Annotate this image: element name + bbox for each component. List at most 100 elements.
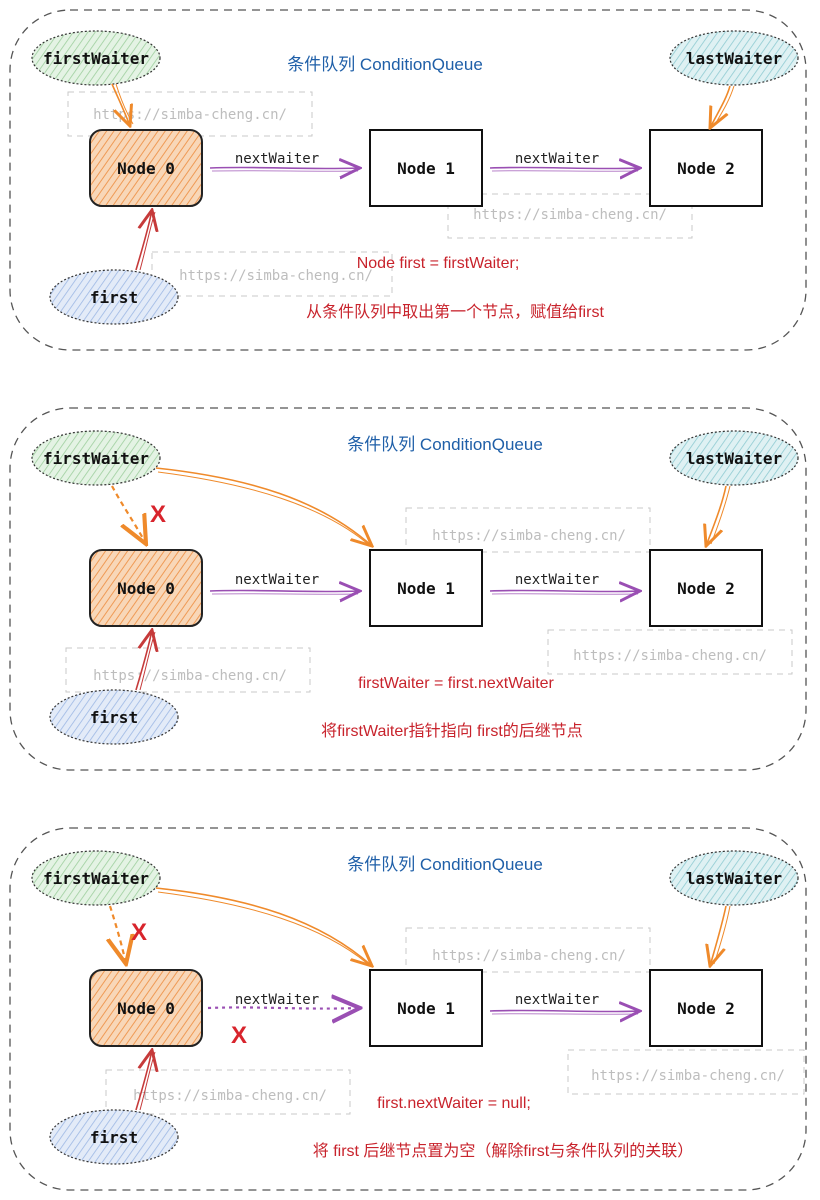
watermark-box	[105, 1069, 351, 1115]
first-arrow	[135, 1050, 152, 1111]
watermark-box	[405, 507, 651, 553]
node-2-label: Node 2	[677, 999, 735, 1018]
first-waiter-arrow	[155, 887, 372, 966]
node-0-label: Node 0	[117, 579, 175, 598]
next-waiter-arrow	[491, 593, 639, 595]
node-1-label: Node 1	[397, 159, 455, 178]
node-0-label: Node 0	[117, 159, 175, 178]
x-mark: X	[231, 1022, 247, 1049]
last-waiter-arrow	[713, 905, 731, 965]
last-waiter-label: lastWaiter	[686, 869, 782, 888]
node-0	[89, 129, 203, 207]
watermark-box	[447, 193, 693, 239]
next-waiter-label: nextWaiter	[235, 992, 319, 1008]
next-waiter-arrow	[209, 590, 360, 591]
node-0	[89, 969, 203, 1047]
watermark-text: https://simba-cheng.cn/	[93, 107, 287, 123]
last-waiter-arrow	[710, 905, 727, 966]
first-waiter-arrow	[155, 467, 372, 546]
node-1	[369, 549, 483, 627]
first-waiter-label: firstWaiter	[43, 869, 149, 888]
first-arrow	[139, 1051, 156, 1111]
last-waiter-pointer	[669, 850, 799, 906]
watermark-text: https://simba-cheng.cn/	[432, 948, 626, 964]
old-first-waiter-arrow	[111, 485, 146, 544]
panel-3-code: first.nextWaiter = null;	[377, 1095, 531, 1112]
node-0	[89, 549, 203, 627]
last-waiter-arrow	[710, 485, 731, 545]
panel-3-description: 将 first 后继节点置为空（解除first与条件队列的关联）	[313, 1142, 693, 1160]
watermark-text: https://simba-cheng.cn/	[432, 528, 626, 544]
panel-1-title: 条件队列 ConditionQueue	[287, 55, 483, 74]
first-arrow	[135, 210, 152, 271]
next-waiter-arrow	[489, 1010, 640, 1011]
node-2	[649, 549, 763, 627]
last-waiter-pointer	[669, 430, 799, 486]
panel-2-description: 将firstWaiter指针指向 first的后继节点	[321, 722, 583, 740]
first-pointer	[49, 269, 179, 325]
first-waiter-pointer	[31, 430, 161, 486]
node-1-label: Node 1	[397, 579, 455, 598]
next-waiter-label: nextWaiter	[515, 151, 599, 167]
node-2	[649, 129, 763, 207]
next-waiter-label: nextWaiter	[515, 992, 599, 1008]
watermark-text: https://simba-cheng.cn/	[473, 207, 667, 223]
first-waiter-label: firstWaiter	[43, 49, 149, 68]
first-waiter-arrow	[115, 83, 134, 125]
next-waiter-label: nextWaiter	[515, 572, 599, 588]
last-waiter-label: lastWaiter	[686, 449, 782, 468]
panel-3-title: 条件队列 ConditionQueue	[347, 855, 543, 874]
last-waiter-arrow	[713, 85, 735, 127]
watermark-text: https://simba-cheng.cn/	[591, 1068, 785, 1084]
node-2	[649, 969, 763, 1047]
panel-2: 条件队列 ConditionQueue https://simba-cheng.…	[9, 407, 807, 771]
node-0-label: Node 0	[117, 999, 175, 1018]
first-arrow	[135, 630, 152, 691]
old-first-waiter-arrow	[110, 905, 126, 964]
first-label: first	[90, 288, 138, 307]
panel-1-description: 从条件队列中取出第一个节点，赋值给first	[306, 303, 604, 321]
next-waiter-arrow	[489, 167, 640, 168]
first-arrow	[139, 631, 156, 691]
watermark-box	[567, 1049, 805, 1095]
node-1	[369, 969, 483, 1047]
next-waiter-label: nextWaiter	[235, 151, 319, 167]
next-waiter-arrow	[211, 170, 359, 172]
next-waiter-arrow	[211, 593, 359, 595]
watermark-box	[405, 927, 651, 973]
first-waiter-pointer	[31, 850, 161, 906]
last-waiter-arrow	[706, 485, 727, 546]
panel-2-code: firstWaiter = first.nextWaiter	[358, 675, 554, 692]
x-mark: X	[150, 501, 166, 528]
first-label: first	[90, 708, 138, 727]
next-waiter-arrow	[491, 170, 639, 172]
watermark-text: https://simba-cheng.cn/	[179, 268, 373, 284]
panel-2-border	[9, 407, 807, 771]
panel-1: 条件队列 ConditionQueue https://simba-cheng.…	[9, 9, 807, 351]
first-waiter-pointer	[31, 30, 161, 86]
watermark-text: https://simba-cheng.cn/	[133, 1088, 327, 1104]
panel-3-border	[9, 827, 807, 1191]
panel-3: 条件队列 ConditionQueue https://simba-cheng.…	[9, 827, 807, 1191]
x-mark: X	[131, 919, 147, 946]
first-waiter-arrow	[157, 471, 369, 545]
first-arrow	[139, 211, 156, 271]
next-waiter-arrow	[489, 590, 640, 591]
node-2-label: Node 2	[677, 159, 735, 178]
next-waiter-arrow	[209, 167, 360, 168]
first-waiter-arrow	[157, 891, 369, 965]
node-2-label: Node 2	[677, 579, 735, 598]
last-waiter-arrow	[710, 85, 731, 128]
watermark-box	[65, 647, 311, 693]
node-1	[369, 129, 483, 207]
panel-2-title: 条件队列 ConditionQueue	[347, 435, 543, 454]
first-pointer	[49, 1109, 179, 1165]
last-waiter-label: lastWaiter	[686, 49, 782, 68]
node-1-label: Node 1	[397, 999, 455, 1018]
panel-1-border	[9, 9, 807, 351]
next-waiter-label: nextWaiter	[235, 572, 319, 588]
first-waiter-label: firstWaiter	[43, 449, 149, 468]
watermark-box	[547, 629, 793, 675]
next-waiter-arrow	[491, 1013, 639, 1015]
